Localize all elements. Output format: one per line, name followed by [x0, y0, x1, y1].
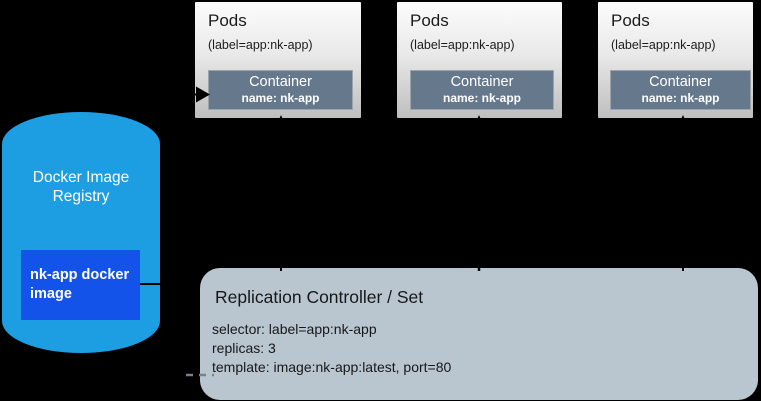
controller-title: Replication Controller / Set [215, 287, 424, 307]
container-box: Container name: nk-app [208, 70, 353, 110]
controller-selector: selector: label=app:nk-app [212, 321, 377, 337]
container-name: name: nk-app [241, 91, 320, 105]
pod-box-1: Pods (label=app:nk-app) Container name: … [195, 2, 361, 118]
pod-title: Pods [611, 11, 650, 30]
controller-replicas: replicas: 3 [212, 340, 276, 356]
replication-controller-box: Replication Controller / Set selector: l… [200, 268, 758, 400]
container-title: Container [249, 74, 312, 90]
docker-image-label: nk-app docker image [30, 267, 130, 302]
pod-title: Pods [208, 11, 247, 30]
container-box: Container name: nk-app [410, 70, 554, 110]
container-name: name: nk-app [641, 91, 720, 105]
pod-label: (label=app:nk-app) [611, 38, 716, 52]
pod-title: Pods [410, 11, 449, 30]
controller-template: template: image:nk-app:latest, port=80 [212, 359, 452, 375]
container-box: Container name: nk-app [610, 70, 751, 110]
docker-registry-cylinder: Docker Image Registry nk-app docker imag… [2, 112, 160, 353]
pod-label: (label=app:nk-app) [208, 38, 313, 52]
pod-label: (label=app:nk-app) [410, 38, 515, 52]
pod-box-2: Pods (label=app:nk-app) Container name: … [397, 2, 562, 118]
container-title: Container [450, 74, 514, 90]
container-title: Container [649, 74, 712, 90]
controller-spec: selector: label=app:nk-app replicas: 3 t… [212, 320, 758, 377]
docker-image-box: nk-app docker image [21, 250, 140, 320]
registry-title: Docker Image Registry [32, 169, 130, 205]
pod-box-3: Pods (label=app:nk-app) Container name: … [598, 2, 753, 118]
container-name: name: nk-app [442, 91, 521, 105]
